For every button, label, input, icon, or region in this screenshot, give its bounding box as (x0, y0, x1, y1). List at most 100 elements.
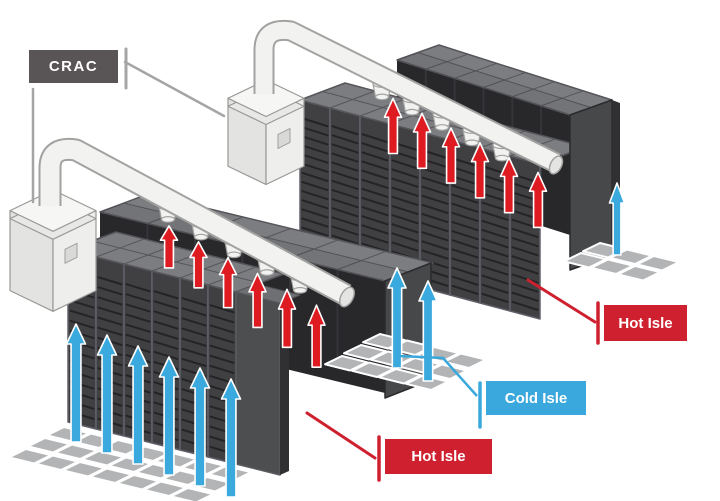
back-pod-rack-louver (451, 230, 479, 241)
back-pod-rack-louver (361, 224, 389, 235)
back-pod-rack-louver (451, 193, 479, 204)
back-pod-rack-louver (421, 167, 449, 178)
front-pod-rack-louver (181, 307, 207, 317)
back-pod-duct-funnel (374, 93, 390, 101)
back-pod-rack-louver (511, 227, 539, 238)
back-pod-rack-louver (451, 175, 479, 186)
back-pod-rear-row-top-line (511, 81, 555, 98)
front-pod-rear-row-top-line (289, 239, 339, 259)
front-pod-hot-air-arrow (218, 256, 238, 309)
front-pod-duct-funnel (292, 286, 308, 294)
front-cold-air-arrow (220, 378, 242, 498)
back-pod-rack-louver (391, 168, 419, 179)
back-pod-rack-louver (421, 203, 449, 214)
front-pod-rack-louver (125, 293, 151, 303)
back-pod-rack-louver (391, 214, 419, 225)
front-pod-rack-louver (125, 303, 151, 313)
back-pod-rack-louver (511, 282, 539, 293)
front-pod-rack-louver (209, 314, 235, 324)
back-pod-rack-louver (511, 264, 539, 275)
back-pod-rack-louver (481, 283, 509, 294)
right-cold-aisle-tile (636, 255, 680, 272)
hot-isle-label-bottom: Hot Isle (385, 439, 492, 474)
back-pod-rack-louver (481, 274, 509, 285)
back-pod-row-top-line (359, 98, 406, 117)
front-pod-hot-air-arrow (248, 272, 267, 329)
back-pod-rack-louver (511, 291, 539, 302)
back-pod-rack-louver (421, 213, 449, 224)
front-pod-rack-louver (69, 299, 95, 309)
middle-cold-air-arrow (387, 267, 407, 369)
front-pod-hot-air-arrow (307, 304, 326, 368)
back-pod-rack-louver (331, 143, 359, 154)
back-pod-rack-louver (361, 133, 389, 144)
front-cold-aisle-tile (35, 454, 79, 471)
back-pod-rack-louver (421, 231, 449, 242)
back-pod-rack-louver (391, 205, 419, 216)
hot-isle-label-top: Hot Isle (604, 305, 687, 341)
back-pod-rear-row-top-line (425, 53, 469, 70)
front-cold-air-arrow (65, 323, 87, 443)
back-pod-rack-louver (511, 246, 539, 257)
back-pod-rack-louver (331, 125, 359, 136)
front-pod-rack-louver (181, 337, 207, 347)
back-pod-rack-louver (301, 199, 329, 210)
back-pod-rack-louver (301, 135, 329, 146)
front-cold-aisle-tile (89, 467, 133, 484)
back-pod-rack-louver (301, 217, 329, 228)
back-pod-rack-louver (451, 166, 479, 177)
back-pod-rack-louver (331, 161, 359, 172)
back-pod-rack-louver (331, 198, 359, 209)
back-pod-duct-funnel (434, 124, 450, 131)
front-cold-air-arrow (158, 356, 180, 476)
back-pod-rack-louver (361, 160, 389, 171)
back-pod-rack-louver (511, 300, 539, 311)
back-pod-rack-louver (361, 233, 389, 244)
middle-cold-aisle-tile (443, 352, 487, 369)
back-pod-rack-louver (481, 238, 509, 249)
back-pod-rack-louver (331, 170, 359, 181)
front-pod-rack-louver (181, 297, 207, 307)
back-crac-duct (255, 21, 560, 171)
back-pod-rack-louver (331, 216, 359, 227)
front-pod-duct-funnel (193, 233, 209, 241)
crac-label: CRAC (29, 50, 118, 83)
front-pod-hot-air-arrow (189, 240, 208, 289)
cold-isle-callout-line (397, 316, 478, 397)
back-pod-rack-louver (481, 229, 509, 240)
back-pod-rack-louver (451, 211, 479, 222)
back-pod-rack-louver (331, 152, 359, 163)
front-crac-panel (64, 242, 78, 264)
back-duct-end-cap (548, 155, 564, 175)
back-pod-rack-louver (481, 256, 509, 267)
front-pod-duct-funnel (259, 269, 275, 276)
back-pod-rack-louver (451, 157, 479, 168)
back-pod-rear-row-top-shade (397, 52, 591, 115)
back-pod-rack-louver (481, 292, 509, 303)
front-pod-rack-louver (153, 320, 179, 330)
front-cold-aisle-tile (170, 487, 214, 501)
back-pod-rack-louver (481, 265, 509, 276)
back-pod-rack-louver (451, 239, 479, 250)
front-cold-aisle-tile (116, 474, 160, 491)
back-pod-rack-louver (421, 240, 449, 251)
back-pod-rack-louver (511, 255, 539, 266)
back-pod-rack-louver (391, 223, 419, 234)
back-pod-rack-louver (391, 159, 419, 170)
back-pod-rack-louver (331, 179, 359, 190)
hot-isle-bottom-callout-line (305, 411, 377, 460)
back-pod-rack-louver (451, 184, 479, 195)
front-pod-rack-louver (181, 327, 207, 337)
back-pod-rack-louver (391, 241, 419, 252)
back-pod-hot-air-arrow (441, 127, 461, 184)
back-pod-hot-air-arrow (499, 156, 519, 214)
back-pod-rack-louver (391, 232, 419, 243)
back-pod-rack-louver (301, 117, 329, 128)
middle-cold-aisle-tile (378, 368, 422, 385)
back-pod-rear-row-top-line (454, 62, 498, 79)
front-crac-duct (40, 139, 351, 304)
front-cold-aisle-tile (143, 480, 187, 497)
front-pod-rack-louver (181, 357, 207, 367)
